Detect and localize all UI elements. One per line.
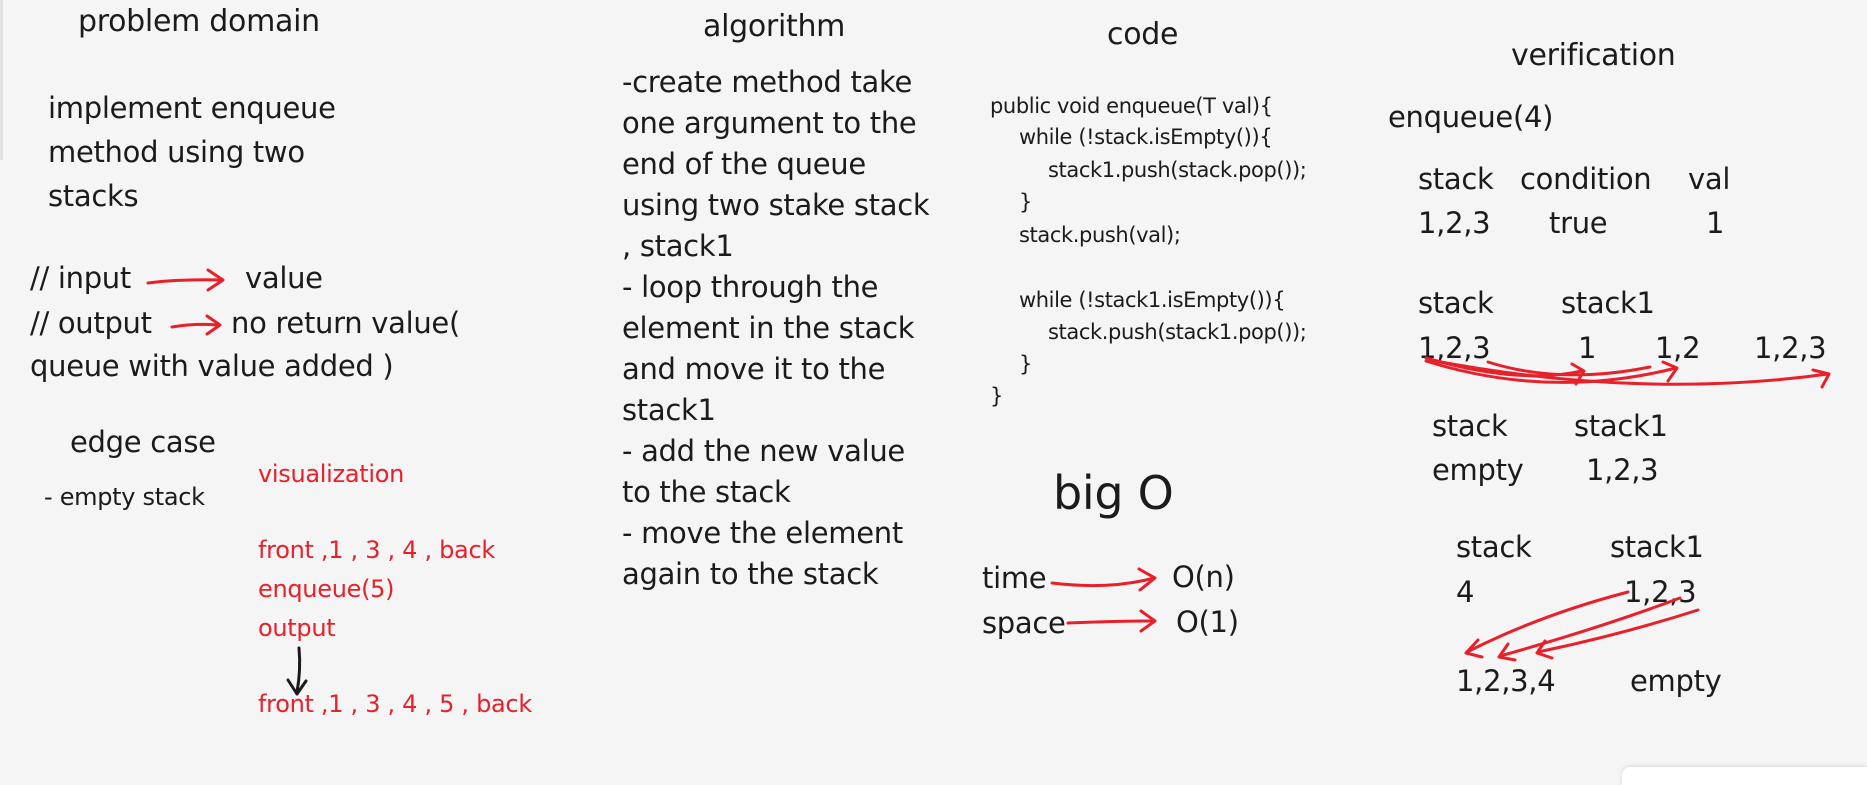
- output-value: no return value(: [231, 306, 460, 340]
- space-label: space: [982, 606, 1066, 640]
- space-arrowhead: [1139, 609, 1157, 633]
- transfer-arrowhead: [1811, 368, 1831, 389]
- algorithm-line: element in the stack: [622, 311, 915, 345]
- table1-value: 1,2,3: [1418, 206, 1491, 240]
- table2-value: 1: [1578, 331, 1597, 365]
- visualization-output-label: output: [258, 614, 336, 642]
- input-value: value: [245, 261, 323, 295]
- algorithm-line: and move it to the: [622, 352, 886, 386]
- table3-value: empty: [1432, 453, 1524, 487]
- algorithm-line: stack1: [622, 393, 716, 427]
- code-line: }: [1019, 352, 1032, 376]
- output-value-continued: queue with value added ): [30, 349, 394, 383]
- visualization-heading: visualization: [258, 460, 405, 488]
- output-label: // output: [30, 306, 152, 340]
- table1-header: stack: [1418, 162, 1494, 196]
- algorithm-line: - add the new value: [622, 434, 905, 468]
- output-arrowhead: [205, 314, 222, 336]
- code-line: }: [990, 384, 1003, 408]
- input-label: // input: [30, 261, 131, 295]
- code-line: stack.push(val);: [1019, 223, 1181, 247]
- time-arrow: [1050, 576, 1156, 588]
- table4-value: 1,2,3,4: [1456, 664, 1556, 698]
- code-line: stack.push(stack1.pop());: [1048, 320, 1307, 344]
- problem-description-line: stacks: [48, 179, 139, 213]
- time-arrowhead: [1137, 567, 1157, 592]
- verification-call: enqueue(4): [1388, 100, 1554, 134]
- input-arrow: [146, 278, 224, 285]
- move-back-arrow: [1465, 590, 1630, 654]
- algorithm-line: - move the element: [622, 516, 903, 550]
- algorithm-heading: algorithm: [703, 9, 846, 44]
- problem-domain-heading: problem domain: [78, 4, 320, 39]
- table2-header: stack: [1418, 286, 1494, 320]
- code-line: public void enqueue(T val){: [990, 94, 1273, 118]
- problem-description-line: method using two: [48, 135, 305, 169]
- transfer-arrow: [1486, 360, 1652, 377]
- time-value: O(n): [1172, 560, 1235, 594]
- algorithm-line: to the stack: [622, 475, 791, 509]
- table3-header: stack: [1432, 409, 1508, 443]
- table4-header: stack: [1456, 530, 1532, 564]
- code-line: }: [1019, 190, 1032, 214]
- visualization-before: front ,1 , 3 , 4 , back: [258, 536, 495, 564]
- space-value: O(1): [1176, 605, 1239, 639]
- algorithm-line: -create method take: [622, 65, 912, 99]
- algorithm-line: - loop through the: [622, 270, 879, 304]
- table3-value: 1,2,3: [1586, 453, 1659, 487]
- big-o-heading: big O: [1053, 466, 1174, 520]
- verification-heading: verification: [1511, 38, 1676, 73]
- move-back-arrowhead: [1497, 642, 1517, 662]
- table1-value: 1: [1706, 206, 1725, 240]
- space-arrow: [1066, 619, 1156, 625]
- table4-value: 4: [1456, 575, 1475, 609]
- visualization-after: front ,1 , 3 , 4 , 5 , back: [258, 690, 532, 718]
- table2-value: 1,2: [1655, 331, 1701, 365]
- left-edge-strip: [0, 0, 3, 160]
- input-arrowhead: [206, 268, 225, 292]
- move-back-arrowhead: [1535, 639, 1554, 660]
- table4-header: stack1: [1610, 530, 1704, 564]
- algorithm-line: , stack1: [622, 229, 734, 263]
- table3-header: stack1: [1574, 409, 1668, 443]
- algorithm-line: again to the stack: [622, 557, 879, 591]
- table2-header: stack1: [1561, 286, 1655, 320]
- output-down-arrow: [295, 646, 302, 694]
- edge-case-item: - empty stack: [44, 483, 205, 511]
- table1-value: true: [1549, 206, 1608, 240]
- visualization-call: enqueue(5): [258, 575, 395, 603]
- code-heading: code: [1107, 17, 1179, 52]
- table1-header: condition: [1520, 162, 1652, 196]
- algorithm-line: using two stake stack: [622, 188, 930, 222]
- algorithm-line: end of the queue: [622, 147, 866, 181]
- code-line: while (!stack.isEmpty()){: [1019, 125, 1273, 149]
- table2-value: 1,2,3: [1418, 331, 1491, 365]
- output-arrow: [170, 322, 220, 329]
- code-line: while (!stack1.isEmpty()){: [1019, 288, 1286, 312]
- problem-description-line: implement enqueue: [48, 91, 336, 125]
- edge-case-heading: edge case: [70, 425, 216, 459]
- time-label: time: [982, 561, 1047, 595]
- transfer-arrowhead: [1570, 362, 1586, 386]
- code-line: stack1.push(stack.pop());: [1048, 158, 1307, 182]
- move-back-arrowhead: [1464, 638, 1484, 659]
- bottom-right-panel: [1622, 767, 1867, 785]
- move-back-arrow: [1536, 608, 1700, 654]
- table4-value: empty: [1630, 664, 1722, 698]
- table2-value: 1,2,3: [1754, 331, 1827, 365]
- table4-value: 1,2,3: [1624, 575, 1697, 609]
- algorithm-line: one argument to the: [622, 106, 917, 140]
- table1-header: val: [1688, 162, 1731, 196]
